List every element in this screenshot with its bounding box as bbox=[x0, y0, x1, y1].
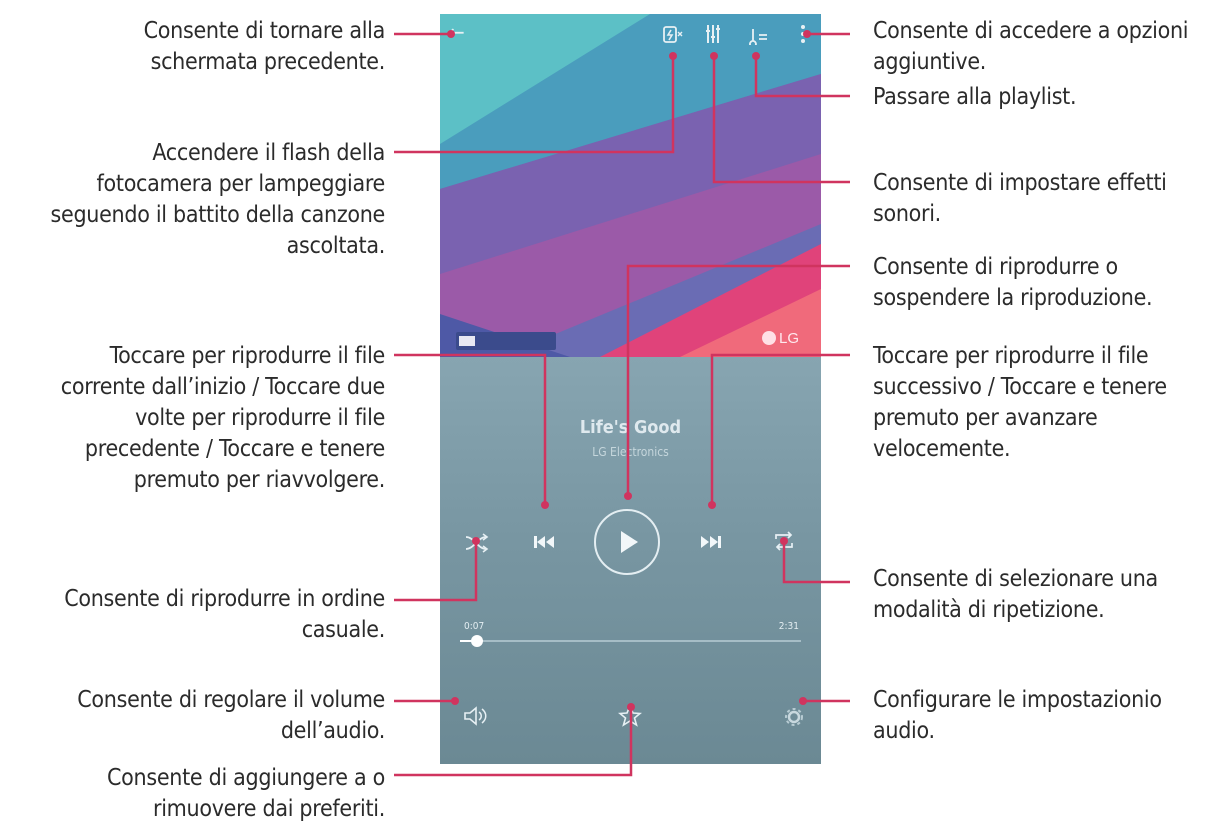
equalizer-icon[interactable] bbox=[705, 22, 721, 46]
volume-icon[interactable] bbox=[462, 705, 488, 727]
callout-play: Consente di riprodurre o sospendere la r… bbox=[873, 254, 1153, 311]
callout-playlist: Passare alla playlist. bbox=[873, 84, 1077, 110]
leader-effects bbox=[712, 56, 850, 184]
leader-dot-next bbox=[708, 501, 716, 509]
repeat-icon[interactable] bbox=[772, 529, 796, 553]
playlist-icon[interactable] bbox=[748, 23, 770, 45]
callout-settings: Configurare le impostazionio audio. bbox=[873, 687, 1162, 744]
leader-repeat bbox=[782, 541, 850, 584]
leader-playlist bbox=[754, 56, 850, 98]
previous-icon[interactable] bbox=[533, 534, 555, 550]
leader-dot-settings bbox=[799, 697, 807, 705]
leader-dot-prev bbox=[541, 501, 549, 509]
progress-knob[interactable] bbox=[471, 635, 484, 647]
back-arrow-icon[interactable]: ← bbox=[448, 20, 465, 44]
play-icon bbox=[621, 531, 638, 553]
phone-screen: LG ← Life's Good LG Electronics bbox=[440, 14, 821, 764]
now-playing-chip bbox=[456, 332, 556, 350]
elapsed-time: 0:07 bbox=[464, 621, 485, 632]
leader-play bbox=[626, 264, 850, 496]
leader-favorite bbox=[394, 707, 633, 777]
play-button[interactable] bbox=[594, 509, 660, 575]
callout-repeat: Consente di selezionare una modalità di … bbox=[873, 566, 1158, 623]
leader-prev bbox=[394, 353, 547, 505]
lg-logo: LG bbox=[762, 330, 799, 347]
leader-dot-back bbox=[447, 30, 455, 38]
progress-fill bbox=[460, 640, 478, 642]
callout-volume: Consente di regolare il volume dell’audi… bbox=[77, 687, 385, 744]
leader-dot-effects bbox=[710, 52, 718, 60]
leader-dot-shuffle bbox=[472, 537, 480, 545]
progress-track[interactable] bbox=[460, 635, 801, 647]
leader-dot-more bbox=[803, 30, 811, 38]
lg-logo-mark bbox=[762, 331, 776, 345]
callout-next: Toccare per riprodurre il file successiv… bbox=[873, 343, 1167, 462]
leader-dot-favorite bbox=[627, 703, 635, 711]
leader-dot-play bbox=[624, 492, 632, 500]
callout-more: Consente di accedere a opzioni aggiuntiv… bbox=[873, 18, 1189, 75]
lg-logo-text: LG bbox=[779, 330, 800, 347]
album-art: LG ← bbox=[440, 14, 821, 357]
flash-beat-icon[interactable] bbox=[661, 22, 683, 48]
leader-next bbox=[710, 353, 850, 505]
leader-dot-flash bbox=[669, 52, 677, 60]
leader-flash bbox=[394, 56, 675, 154]
callout-favorite: Consente di aggiungere a o rimuovere dai… bbox=[107, 765, 385, 822]
callout-flash: Accendere il flash della fotocamera per … bbox=[50, 140, 386, 259]
album-art-wallpaper bbox=[440, 14, 821, 357]
leader-dot-volume bbox=[451, 697, 459, 705]
callout-prev: Toccare per riprodurre il file corrente … bbox=[60, 343, 386, 493]
callout-back: Consente di tornare alla schermata prece… bbox=[143, 18, 386, 75]
callout-shuffle: Consente di riprodurre in ordine casuale… bbox=[64, 586, 385, 643]
song-title: Life's Good bbox=[579, 417, 682, 438]
settings-icon[interactable] bbox=[782, 705, 806, 729]
leader-dot-repeat bbox=[780, 537, 788, 545]
leader-shuffle bbox=[394, 541, 478, 602]
leader-dot-playlist bbox=[752, 52, 760, 60]
total-time: 2:31 bbox=[778, 621, 799, 632]
callout-effects: Consente di impostare effetti sonori. bbox=[873, 170, 1167, 227]
song-artist: LG Electronics bbox=[592, 445, 669, 459]
player-controls-panel: Life's Good LG Electronics 0:07 2:31 bbox=[440, 357, 821, 764]
next-icon[interactable] bbox=[700, 534, 722, 550]
